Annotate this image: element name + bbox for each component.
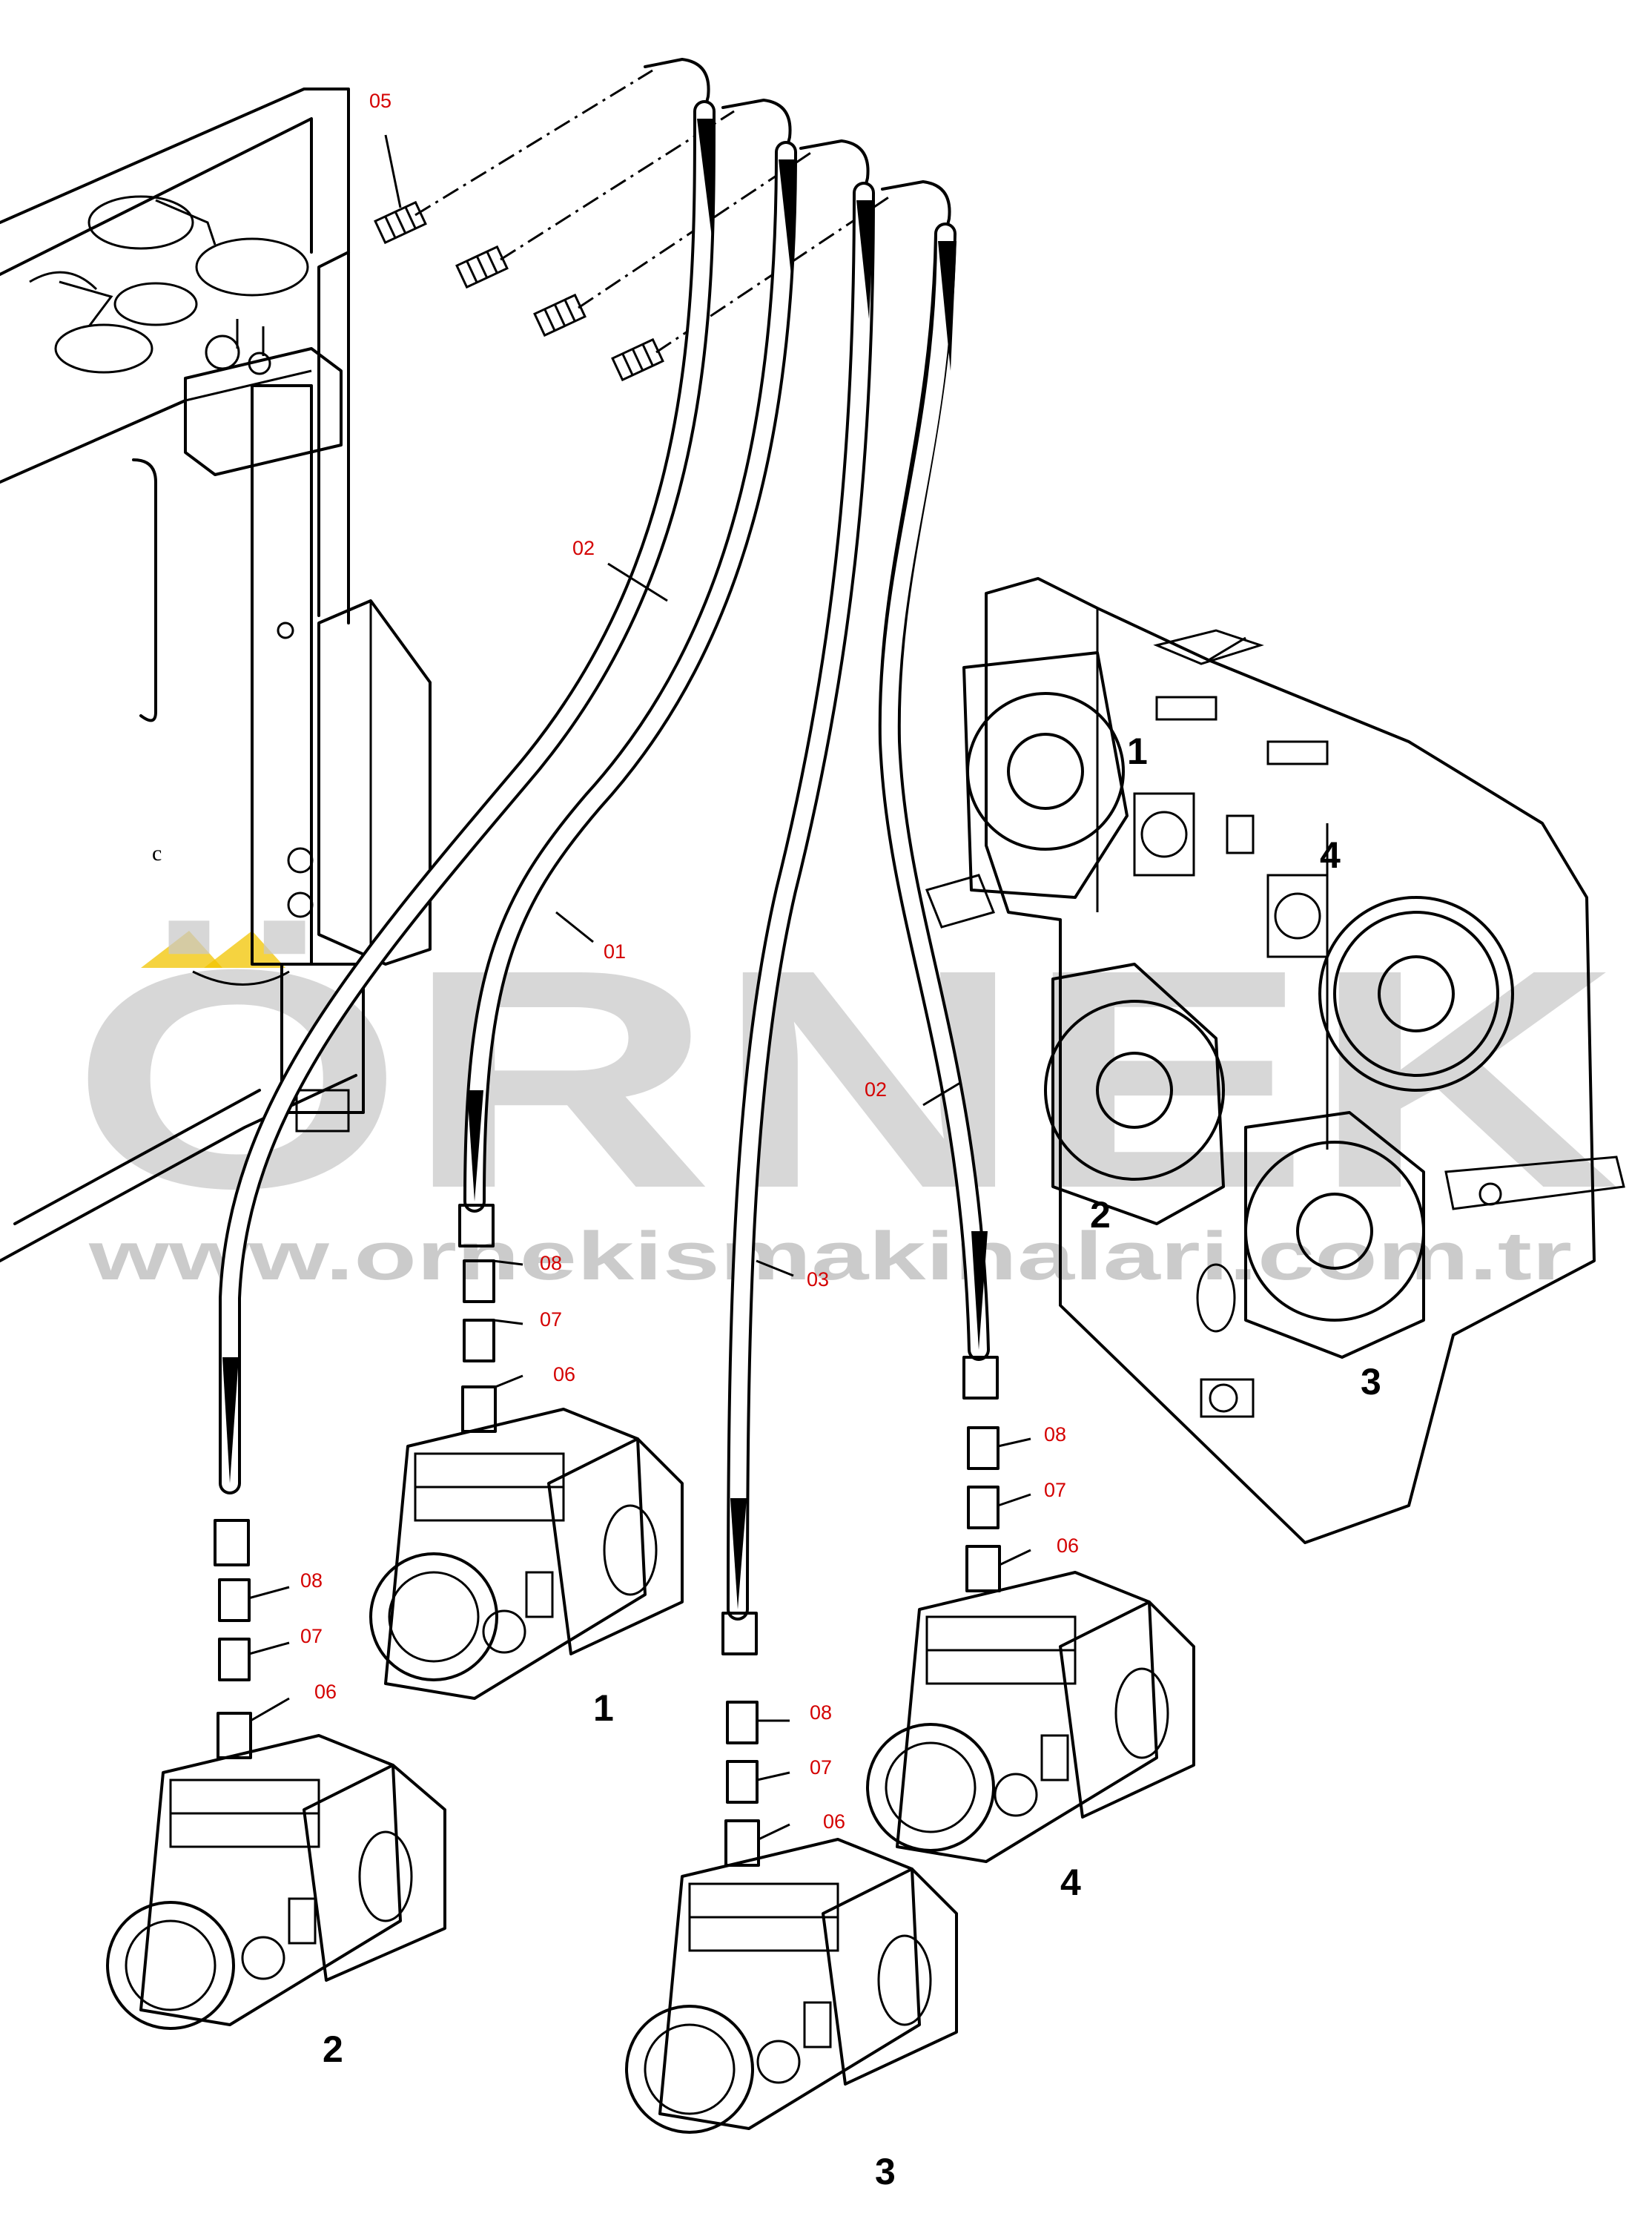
callout-03: 03 [807,1268,829,1290]
gearbox-port-4 [1226,814,1514,1092]
gearbox-port-label-4: 4 [1320,834,1341,876]
callout-06-pump2: 06 [314,1681,337,1703]
pump-4: 4 [866,1571,1195,1903]
pump-number-4: 4 [1060,1862,1081,1903]
watermark-url: www.ornekismakinalari.com.tr [87,1219,1572,1294]
callout-08-pump4: 08 [1044,1423,1066,1446]
callout-08-pump3: 08 [810,1701,832,1724]
pump-number-3: 3 [875,2151,896,2192]
pump-number-2: 2 [323,2028,343,2070]
callout-07-pump1: 07 [540,1308,562,1331]
pump-2: 2 [106,1734,446,2070]
gearbox: 1 4 2 3 [925,577,1625,1544]
hose-elbow-fittings [644,58,951,235]
callout-06-pump4: 06 [1057,1535,1079,1557]
callouts: 05 02 01 02 03 08 07 06 08 07 06 08 07 0… [300,90,1079,1833]
pump-1: 1 [369,1408,684,1729]
callout-02-upper: 02 [572,537,595,559]
gearbox-port-label-2: 2 [1090,1194,1111,1236]
callout-07-pump4: 07 [1044,1479,1066,1501]
gearbox-port-1 [962,651,1195,899]
callout-06-pump1: 06 [553,1363,575,1385]
callout-06-pump3: 06 [823,1810,845,1833]
gearbox-port-3 [1196,1111,1425,1418]
gearbox-port-label-1: 1 [1127,731,1148,772]
svg-text:c: c [152,841,162,866]
callout-02-lower: 02 [865,1078,887,1101]
hoses [219,58,990,1621]
gearbox-port-label-3: 3 [1361,1361,1381,1402]
callout-07-pump3: 07 [810,1756,832,1779]
leader-lines [248,134,1031,1841]
fitting-stacks [214,1204,1001,1867]
callout-07-pump2: 07 [300,1625,323,1647]
pump-number-1: 1 [593,1687,614,1729]
pump-3: 3 [625,1838,958,2192]
callout-05: 05 [369,90,391,112]
machine-frame: c [0,88,432,1262]
callout-08-pump1: 08 [540,1252,562,1274]
adapters-05 [374,69,891,382]
callout-08-pump2: 08 [300,1569,323,1592]
callout-01: 01 [604,940,626,963]
gearbox-port-2 [1044,963,1225,1225]
